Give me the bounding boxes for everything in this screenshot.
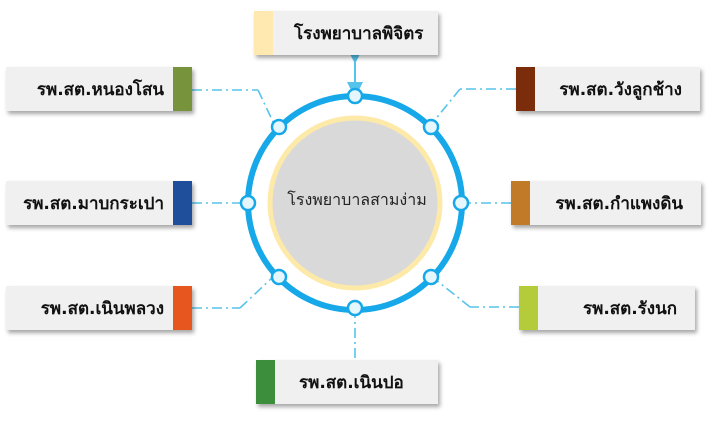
node-left-middle: รพ.สต.มาบกระเปา <box>6 181 192 225</box>
node-right-bottom-accent <box>519 286 538 330</box>
node-top: โรงพยาบาลพิจิตร <box>254 11 438 55</box>
node-left-top-label: รพ.สต.หนองโสน <box>36 79 164 100</box>
node-right-middle: รพ.สต.กำแพงดิน <box>511 181 701 225</box>
node-left-bottom: รพ.สต.เนินพลวง <box>6 286 192 330</box>
node-top-label: โรงพยาบาลพิจิตร <box>294 23 424 44</box>
ring-dot-top <box>346 87 364 105</box>
inner-circle <box>267 115 443 291</box>
node-bottom-accent <box>256 360 275 404</box>
ring-dot-right <box>452 194 470 212</box>
node-left-top: รพ.สต.หนองโสน <box>6 67 192 111</box>
center-hospital-label: โรงพยาบาลสามง่าม <box>287 190 427 209</box>
node-bottom: รพ.สต.เนินปอ <box>256 360 438 404</box>
node-left-bottom-label: รพ.สต.เนินพลวง <box>40 298 164 319</box>
node-right-middle-accent <box>511 181 530 225</box>
node-left-top-accent <box>173 67 192 111</box>
node-left-middle-accent <box>173 181 192 225</box>
node-bottom-label: รพ.สต.เนินปอ <box>299 372 404 393</box>
ring-dot-top-left <box>270 118 288 136</box>
node-left-bottom-accent <box>173 286 192 330</box>
node-top-accent <box>254 11 273 55</box>
connector-right-top-diag <box>429 88 461 127</box>
ring-dot-bottom-right <box>422 268 440 286</box>
node-right-middle-label: รพ.สต.กำแพงดิน <box>555 193 683 214</box>
node-right-bottom-label: รพ.สต.รังนก <box>582 298 677 319</box>
node-left-middle-label: รพ.สต.มาบกระเปา <box>23 193 164 214</box>
node-right-top-accent <box>516 67 535 111</box>
ring-dot-bottom-left <box>270 268 288 286</box>
node-right-top: รพ.สต.วังลูกช้าง <box>516 67 700 111</box>
node-right-bottom: รพ.สต.รังนก <box>519 286 695 330</box>
ring-dot-top-right <box>422 118 440 136</box>
ring-dot-bottom <box>346 299 364 317</box>
ring-dot-left <box>239 194 257 212</box>
node-right-top-label: รพ.สต.วังลูกช้าง <box>559 79 682 100</box>
connector-left-bottom-diag <box>239 275 275 309</box>
connector-left-top-diag <box>257 89 276 127</box>
